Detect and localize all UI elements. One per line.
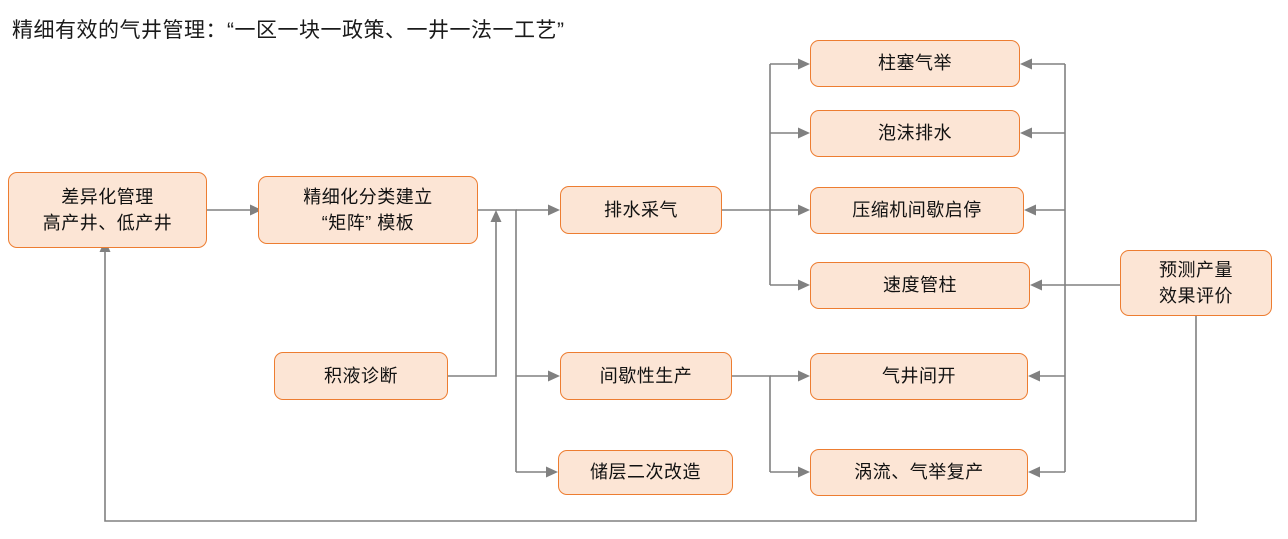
node-dewatering-gas-production[interactable]: 排水采气 (560, 186, 722, 234)
node-intermittent-production[interactable]: 间歇性生产 (560, 352, 732, 400)
arrowhead (1024, 204, 1036, 216)
arrowhead (1028, 466, 1040, 478)
arrowhead (1020, 58, 1032, 70)
edge-intermittent-trunk (732, 375, 771, 472)
arrowhead (798, 58, 810, 70)
node-compressor-intermittent[interactable]: 压缩机间歇启停 (810, 187, 1024, 234)
arrowhead (798, 466, 810, 478)
arrowhead (798, 370, 810, 382)
node-differentiated-management[interactable]: 差异化管理 高产井、低产井 (8, 172, 207, 248)
node-foam-dewatering[interactable]: 泡沫排水 (810, 110, 1020, 157)
node-classification-matrix[interactable]: 精细化分类建立 “矩阵” 模板 (258, 176, 478, 244)
arrowhead (490, 210, 502, 222)
arrowhead (1020, 127, 1032, 139)
arrowhead (798, 204, 810, 216)
arrowhead (1030, 279, 1042, 291)
page-title: 精细有效的气井管理：“一区一块一政策、一井一法一工艺” (12, 19, 565, 42)
node-liquid-loading-diagnosis[interactable]: 积液诊断 (274, 352, 448, 400)
arrowhead (548, 370, 560, 382)
node-plunger-lift[interactable]: 柱塞气举 (810, 40, 1020, 87)
arrowhead (548, 204, 560, 216)
node-vortex-gas-lift-restore[interactable]: 涡流、气举复产 (810, 449, 1028, 496)
node-reservoir-restimulation[interactable]: 储层二次改造 (558, 450, 733, 495)
arrowhead (798, 279, 810, 291)
arrowhead (798, 127, 810, 139)
edge-diagnosis-to-matrix (448, 222, 497, 377)
arrowhead (1028, 370, 1040, 382)
edge-matrix-trunk (478, 209, 517, 472)
node-velocity-string[interactable]: 速度管柱 (810, 262, 1030, 309)
node-gas-well-intermittent-open[interactable]: 气井间开 (810, 353, 1028, 400)
node-forecast-evaluation[interactable]: 预测产量 效果评价 (1120, 250, 1272, 316)
arrowhead (546, 466, 558, 478)
